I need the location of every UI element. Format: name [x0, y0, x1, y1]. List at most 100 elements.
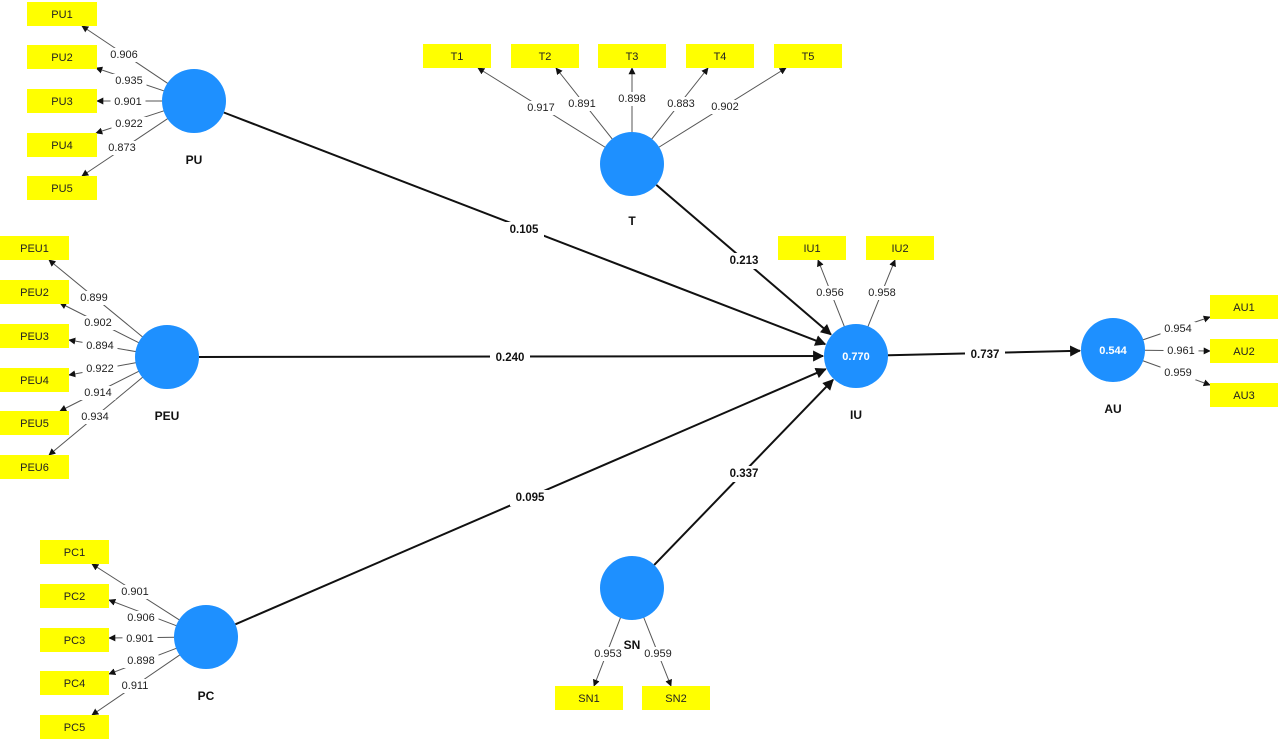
path-coefficient: 0.213	[730, 255, 759, 267]
indicator-box[interactable]	[866, 236, 934, 260]
loading-label-bg	[76, 291, 112, 305]
loading-label-bg	[1163, 344, 1199, 358]
path-coefficient: 0.105	[510, 224, 539, 236]
loading-label: 0.906	[127, 612, 155, 624]
loading-label: 0.959	[644, 648, 672, 660]
indicator-box[interactable]	[511, 44, 579, 68]
loading-label-bg	[564, 97, 600, 111]
indicator-box[interactable]	[0, 324, 69, 348]
indicator-label: T5	[802, 51, 815, 63]
indicator-box[interactable]	[1210, 339, 1278, 363]
indicator-label: PC2	[64, 591, 85, 603]
loading-label-bg	[106, 48, 142, 62]
indicator-label: PEU4	[20, 375, 49, 387]
indicator-box[interactable]	[27, 45, 97, 69]
indicator-label: PC3	[64, 635, 85, 647]
loading-label: 0.911	[122, 680, 149, 692]
loading-label-bg	[111, 117, 147, 131]
loading-label-bg	[812, 286, 848, 300]
indicator-box[interactable]	[423, 44, 491, 68]
construct-name: T	[628, 214, 636, 228]
indicator-label: PU3	[51, 96, 72, 108]
indicator-box[interactable]	[40, 671, 109, 695]
loading-label: 0.958	[868, 287, 896, 299]
construct-pc[interactable]	[174, 605, 238, 669]
loading-label-bg	[123, 611, 159, 625]
loading-label: 0.922	[115, 118, 143, 130]
indicator-box[interactable]	[774, 44, 842, 68]
indicator-label: T1	[451, 51, 464, 63]
construct-au[interactable]	[1081, 318, 1145, 382]
loading-label: 0.898	[127, 655, 155, 667]
indicator-box[interactable]	[40, 715, 109, 739]
indicator-box[interactable]	[642, 686, 710, 710]
loading-label-bg	[80, 386, 116, 400]
indicator-label: PU5	[51, 183, 72, 195]
loading-label-bg	[104, 141, 140, 155]
indicator-label: T2	[539, 51, 552, 63]
indicator-label: PU1	[51, 9, 72, 21]
indicator-label: AU1	[1233, 302, 1254, 314]
construct-name: PU	[186, 153, 203, 167]
indicator-label: SN2	[665, 693, 686, 705]
loading-label: 0.961	[1167, 345, 1195, 357]
construct-pu[interactable]	[162, 69, 226, 133]
indicator-label: PEU1	[20, 243, 49, 255]
indicator-box[interactable]	[0, 411, 69, 435]
loading-label: 0.935	[115, 75, 143, 87]
construct-t[interactable]	[600, 132, 664, 196]
indicator-label: PC5	[64, 722, 85, 734]
indicator-box[interactable]	[27, 89, 97, 113]
path-coefficient: 0.337	[730, 468, 759, 480]
construct-name: AU	[1104, 402, 1121, 416]
indicator-box[interactable]	[555, 686, 623, 710]
loading-label: 0.898	[618, 93, 646, 105]
loading-label-bg	[82, 362, 118, 376]
indicator-box[interactable]	[0, 236, 69, 260]
loading-label-bg	[590, 647, 626, 661]
indicator-label: PC4	[64, 678, 85, 690]
indicator-box[interactable]	[686, 44, 754, 68]
loading-label: 0.906	[110, 49, 138, 61]
construct-iu[interactable]	[824, 324, 888, 388]
construct-peu[interactable]	[135, 325, 199, 389]
loading-label-bg	[123, 654, 159, 668]
loading-label: 0.902	[84, 317, 112, 329]
path-coefficient: 0.737	[971, 349, 1000, 361]
loading-label: 0.901	[114, 96, 142, 108]
indicator-label: PU4	[51, 140, 72, 152]
indicator-box[interactable]	[598, 44, 666, 68]
loading-label-bg	[80, 316, 116, 330]
loading-label: 0.953	[594, 648, 622, 660]
indicator-box[interactable]	[1210, 295, 1278, 319]
loading-label: 0.901	[126, 633, 154, 645]
loading-label-bg	[1160, 366, 1196, 380]
indicator-box[interactable]	[1210, 383, 1278, 407]
path-coef-bg	[490, 350, 530, 366]
indicator-box[interactable]	[778, 236, 846, 260]
loading-label-bg	[614, 92, 650, 106]
loading-label-bg	[1160, 322, 1196, 336]
indicator-box[interactable]	[27, 133, 97, 157]
loading-label: 0.917	[527, 102, 555, 114]
indicator-box[interactable]	[0, 455, 69, 479]
indicator-box[interactable]	[40, 540, 109, 564]
indicator-box[interactable]	[40, 628, 109, 652]
indicator-box[interactable]	[0, 368, 69, 392]
loading-label-bg	[111, 74, 147, 88]
path-coef-bg	[724, 253, 764, 269]
indicator-box[interactable]	[27, 176, 97, 200]
path-coef-bg	[510, 490, 550, 506]
loading-label: 0.956	[816, 287, 844, 299]
indicator-label: PEU3	[20, 331, 49, 343]
loading-label-bg	[122, 632, 158, 646]
indicator-box[interactable]	[27, 2, 97, 26]
indicator-box[interactable]	[40, 584, 109, 608]
indicator-label: T4	[714, 51, 727, 63]
indicator-box[interactable]	[0, 280, 69, 304]
construct-sn[interactable]	[600, 556, 664, 620]
loading-label: 0.894	[86, 340, 114, 352]
loading-label: 0.902	[711, 101, 739, 113]
indicator-label: IU1	[803, 243, 820, 255]
